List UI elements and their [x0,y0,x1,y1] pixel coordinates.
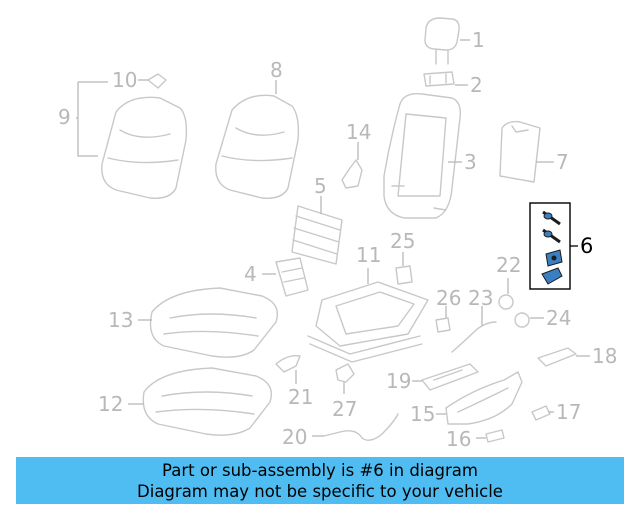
callout-19[interactable]: 19 [386,369,411,393]
part-side-shield[interactable] [445,371,523,425]
callout-6[interactable]: 6 [580,234,593,258]
part-back-panel[interactable] [499,120,541,183]
callout-13[interactable]: 13 [108,308,133,332]
callout-1[interactable]: 1 [472,28,485,52]
part-6-clip [541,267,563,285]
banner-line-1: Part or sub-assembly is #6 in diagram [162,460,478,480]
callout-7[interactable]: 7 [556,150,569,174]
part-headrest[interactable] [424,17,460,65]
part-seatback-cover-left[interactable] [101,96,188,199]
part-seat-cushion-pad[interactable] [142,367,273,436]
part-lever-21[interactable] [275,354,301,373]
part-bracket-14[interactable] [341,159,363,189]
callout-25[interactable]: 25 [390,229,415,253]
part-harness-20[interactable] [323,413,399,441]
part-block-25[interactable] [395,265,413,285]
callout-10[interactable]: 10 [112,68,137,92]
callout-21[interactable]: 21 [288,385,313,409]
part-trim-17[interactable] [531,405,551,421]
callout-8[interactable]: 8 [270,58,283,82]
part-trim-16[interactable] [485,429,505,443]
part-lumbar-support[interactable] [291,205,343,265]
callout-26[interactable]: 26 [436,286,461,310]
info-banner: Part or sub-assembly is #6 in diagram Di… [16,457,624,504]
part-6-nut [545,249,563,267]
part-6-bolt-2 [542,228,561,244]
callout-18[interactable]: 18 [592,344,617,368]
part-headrest-guide[interactable] [423,71,455,87]
part-cable-23[interactable] [451,321,497,353]
part-bracket-27[interactable] [335,363,355,383]
callout-22[interactable]: 22 [496,253,521,277]
callout-9[interactable]: 9 [58,105,71,129]
part-seat-cushion-cover[interactable] [149,287,279,358]
callout-14[interactable]: 14 [346,120,371,144]
callout-12[interactable]: 12 [98,392,123,416]
part-seat-frame[interactable] [307,281,429,363]
part-seatback-frame[interactable] [383,93,462,219]
callout-24[interactable]: 24 [546,306,571,330]
part-switch-18[interactable] [537,347,577,367]
callout-27[interactable]: 27 [332,397,357,421]
callout-15[interactable]: 15 [410,402,435,426]
part-side-trim[interactable] [421,363,479,391]
callout-3[interactable]: 3 [464,150,477,174]
part-lumbar-bracket[interactable] [275,257,309,297]
callout-23[interactable]: 23 [468,286,493,310]
callout-2[interactable]: 2 [470,73,483,97]
callout-5[interactable]: 5 [314,174,327,198]
part-knob-24[interactable] [514,312,530,328]
callout-16[interactable]: 16 [446,427,471,451]
part-clip[interactable] [147,73,167,89]
callout-11[interactable]: 11 [356,243,381,267]
part-6-bolt-1 [542,210,561,226]
callout-17[interactable]: 17 [556,400,581,424]
banner-line-2: Diagram may not be specific to your vehi… [137,481,503,501]
callout-20[interactable]: 20 [282,425,307,449]
part-seatback-cover-right[interactable] [215,94,300,199]
leader-9 [76,81,108,157]
part-6-fastener-kit[interactable] [529,202,571,290]
part-clip-26[interactable] [435,317,451,333]
part-knob-22[interactable] [498,294,514,310]
callout-4[interactable]: 4 [244,262,257,286]
